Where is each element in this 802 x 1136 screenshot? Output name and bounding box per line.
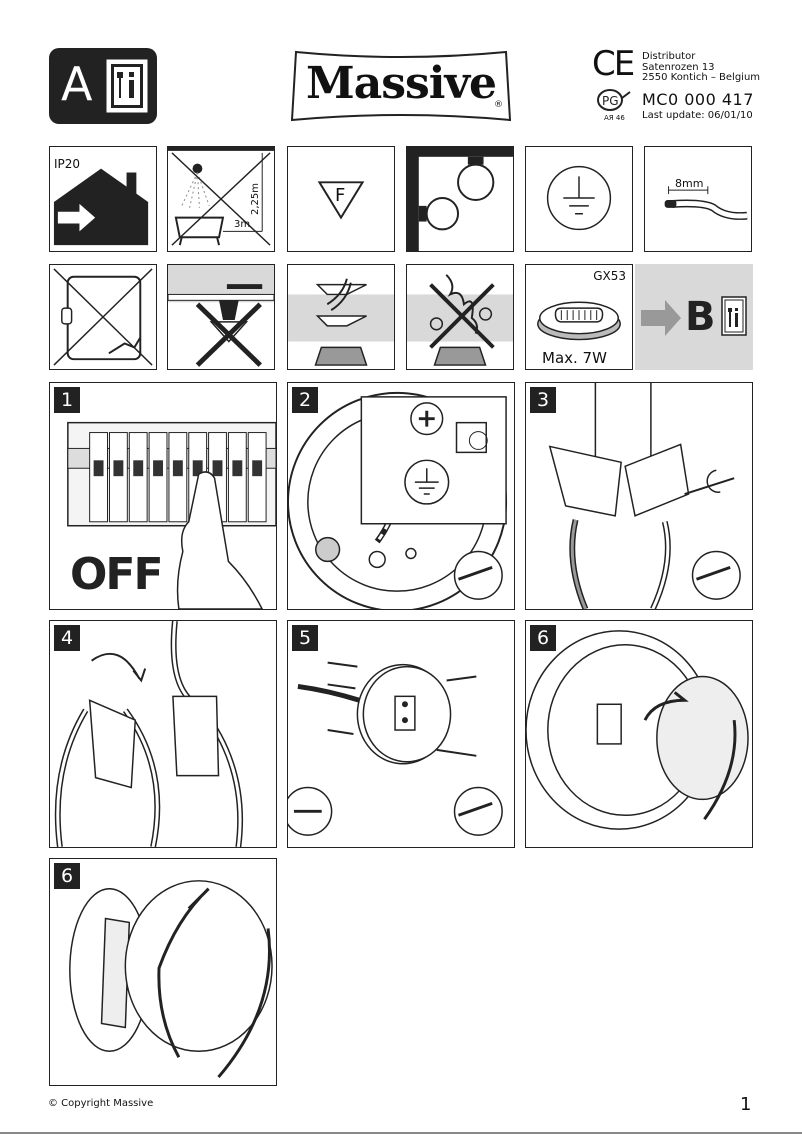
registered-mark: ® bbox=[494, 100, 503, 110]
model-number: MC0 000 417 bbox=[642, 90, 754, 109]
tile-wire-strip: 8mm bbox=[644, 146, 752, 252]
last-update: Last update: 06/01/10 bbox=[642, 110, 753, 121]
section-letter: A bbox=[61, 57, 93, 111]
diffuser-attach-illustration bbox=[526, 630, 749, 830]
tile-bathroom-distance: 2,25m 3m bbox=[167, 146, 275, 252]
section-a-badge: A bbox=[49, 48, 157, 124]
next-section-panel: B bbox=[635, 264, 753, 370]
address-line2: 2550 Kontich – Belgium bbox=[642, 72, 761, 83]
manual-book-b-icon bbox=[721, 296, 747, 336]
ceiling-wall-lamp-icon bbox=[407, 147, 513, 251]
tile-mount-flat bbox=[287, 264, 395, 370]
next-section-letter: B bbox=[685, 294, 716, 340]
step-number: 6 bbox=[530, 625, 556, 651]
step-2-panel: 2 bbox=[287, 382, 515, 610]
step-number: 1 bbox=[54, 387, 80, 413]
gx53-bulb-icon bbox=[537, 301, 621, 341]
gost-code: AЯ 46 bbox=[604, 114, 625, 122]
copyright: © Copyright Massive bbox=[48, 1098, 154, 1109]
f-mark-triangle-icon bbox=[317, 181, 365, 220]
step-6-panel: 6 bbox=[525, 620, 753, 848]
ce-mark: CE bbox=[592, 44, 635, 84]
manual-book-icon bbox=[106, 59, 148, 113]
circuit-breaker-illustration bbox=[67, 421, 276, 609]
step-number: 6 bbox=[54, 863, 80, 889]
step-5-panel: 5 bbox=[287, 620, 515, 848]
arrow-right-icon bbox=[641, 300, 681, 336]
ip-rating: IP20 bbox=[54, 157, 81, 171]
earth-ground-icon bbox=[546, 165, 612, 231]
flat-surface-mount-icon bbox=[288, 278, 394, 366]
step-number: 3 bbox=[530, 387, 556, 413]
strip-length: 8mm bbox=[675, 177, 704, 190]
step-1-panel: 1 OFF bbox=[49, 382, 277, 610]
tile-no-flammable bbox=[406, 264, 514, 370]
tile-bulb-type: GX53 Max. 7W bbox=[525, 264, 633, 370]
step-number: 2 bbox=[292, 387, 318, 413]
gost-mark-icon: PG bbox=[597, 89, 631, 111]
step-6-panel-second: 6 bbox=[49, 858, 277, 1086]
page-number: 1 bbox=[740, 1094, 752, 1115]
f-mark: F bbox=[335, 185, 346, 206]
tile-no-insulation bbox=[167, 264, 275, 370]
step-number: 5 bbox=[292, 625, 318, 651]
wire-connector-illustration bbox=[54, 621, 244, 847]
no-direct-connection-icon bbox=[53, 268, 153, 366]
no-insulation-cover-icon bbox=[168, 265, 274, 367]
off-caption: OFF bbox=[70, 549, 164, 600]
step-4-panel: 4 bbox=[49, 620, 277, 848]
bulb-type: GX53 bbox=[593, 269, 626, 283]
wire-strip-icon bbox=[664, 186, 748, 220]
earth-connection-illustration bbox=[288, 391, 508, 609]
no-flammable-surface-icon bbox=[407, 274, 513, 366]
distributor-label: Distributor bbox=[642, 51, 696, 62]
footer-divider bbox=[0, 1132, 802, 1134]
brand-name: Massive bbox=[306, 58, 497, 109]
height-dimension: 2,25m bbox=[250, 182, 261, 215]
tile-ceiling-wall-mount bbox=[406, 146, 514, 252]
address-line1: Satenrozen 13 bbox=[642, 62, 715, 73]
tile-f-mark: F bbox=[287, 146, 395, 252]
brand-logo: Massive ® bbox=[288, 48, 514, 124]
svg-text:PG: PG bbox=[602, 94, 619, 108]
diffuser-rotate-illustration bbox=[69, 880, 273, 1079]
tile-indoor-ip20: IP20 bbox=[49, 146, 157, 252]
step-number: 4 bbox=[54, 625, 80, 651]
max-power: Max. 7W bbox=[542, 349, 607, 367]
indoor-house-icon bbox=[53, 168, 149, 246]
width-dimension: 3m bbox=[234, 219, 251, 230]
bathroom-zone-icon bbox=[168, 147, 274, 251]
tile-no-direct-mount bbox=[49, 264, 157, 370]
step-3-panel: 3 bbox=[525, 382, 753, 610]
base-mounting-illustration bbox=[288, 661, 503, 836]
tile-earth-symbol bbox=[525, 146, 633, 252]
wire-terminal-illustration bbox=[548, 383, 741, 609]
